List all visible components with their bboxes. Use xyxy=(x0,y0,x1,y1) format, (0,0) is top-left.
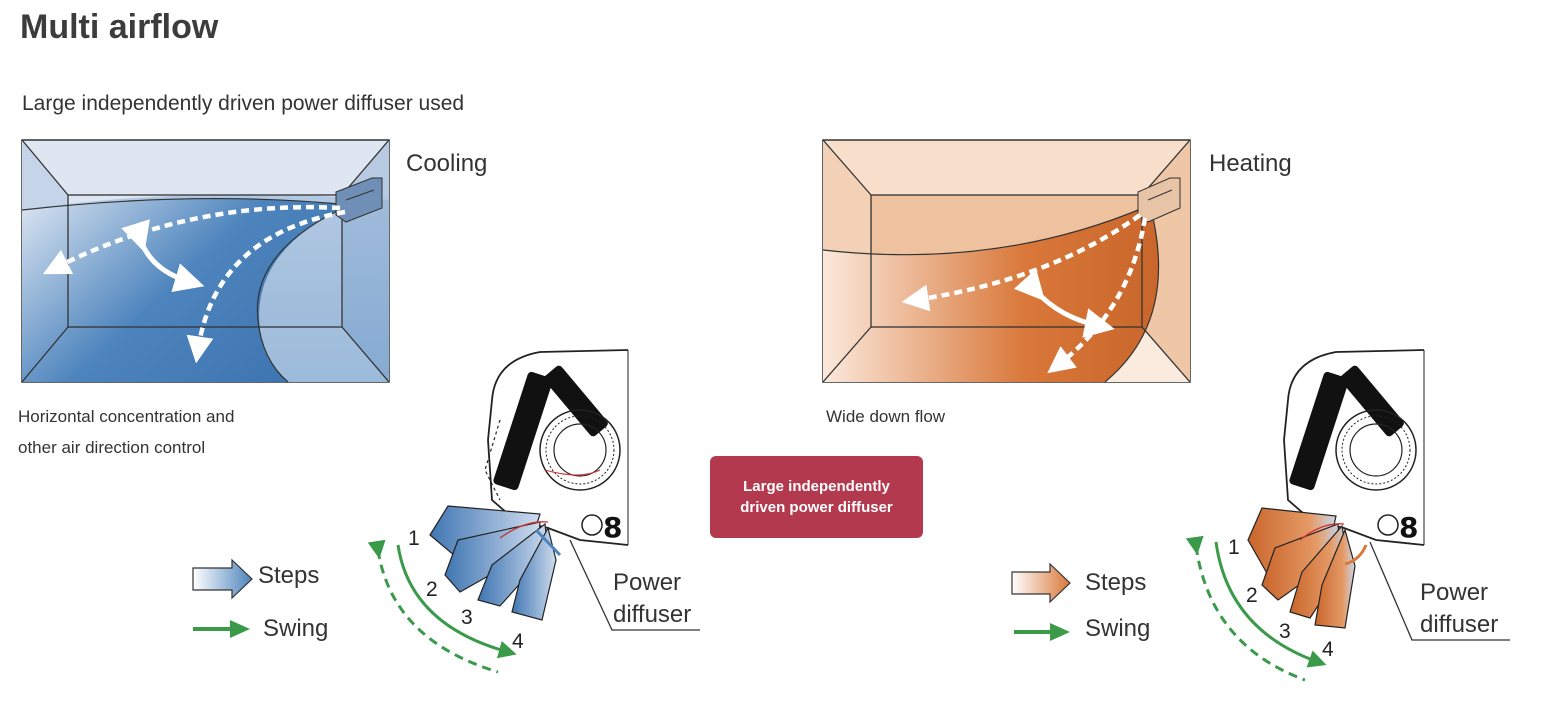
cooling-caption-line1: Horizontal concentration and xyxy=(18,407,235,426)
steps-arrow-icon xyxy=(1011,562,1071,604)
heating-step-1: 1 xyxy=(1228,536,1240,559)
page-subtitle: Large independently driven power diffuse… xyxy=(22,92,465,115)
cooling-diffuser-diagram: 8 xyxy=(367,349,700,674)
heating-step-2: 2 xyxy=(1246,584,1258,607)
heating-step-3: 3 xyxy=(1279,620,1291,643)
cooling-step-4: 4 xyxy=(512,630,524,653)
heating-diffuser-diagram: 8 xyxy=(1185,349,1510,682)
heating-step-4: 4 xyxy=(1322,638,1334,661)
heating-label: Heating xyxy=(1209,150,1292,177)
cooling-swing-label: Swing xyxy=(263,615,329,642)
power-diffuser-badge: Large independently driven power diffuse… xyxy=(710,456,923,538)
svg-text:8: 8 xyxy=(1399,511,1418,544)
cooling-legend xyxy=(192,558,253,638)
power-diffuser-line2: diffuser xyxy=(613,601,692,628)
svg-text:8: 8 xyxy=(603,511,622,544)
heating-power-diffuser-label: Power diffuser xyxy=(1420,577,1498,641)
cooling-label: Cooling xyxy=(406,150,488,177)
heating-legend xyxy=(1011,562,1071,641)
heating-swing-label: Swing xyxy=(1085,615,1151,642)
swing-arrow-icon xyxy=(1050,623,1070,641)
steps-arrow-icon xyxy=(192,558,253,600)
swing-arrow-icon xyxy=(230,620,250,638)
cooling-caption-line2: other air direction control xyxy=(18,438,206,457)
page-title: Multi airflow xyxy=(20,8,219,46)
power-diffuser-line2: diffuser xyxy=(1420,611,1499,638)
cooling-step-2: 2 xyxy=(426,578,438,601)
heating-room xyxy=(822,139,1191,383)
heating-steps-label: Steps xyxy=(1085,569,1147,596)
power-diffuser-line1: Power xyxy=(613,569,682,596)
badge-line2: driven power diffuser xyxy=(740,499,893,516)
cooling-caption: Horizontal concentration and other air d… xyxy=(18,401,234,463)
heating-caption: Wide down flow xyxy=(826,407,946,426)
badge-line1: Large independently xyxy=(743,478,890,495)
cooling-step-3: 3 xyxy=(461,606,473,629)
cooling-power-diffuser-label: Power diffuser xyxy=(613,567,691,631)
cooling-steps-label: Steps xyxy=(258,562,320,589)
power-diffuser-line1: Power xyxy=(1420,579,1489,606)
cooling-ac-unit xyxy=(335,177,383,223)
cooling-step-1: 1 xyxy=(408,527,420,550)
cooling-room xyxy=(21,139,390,383)
